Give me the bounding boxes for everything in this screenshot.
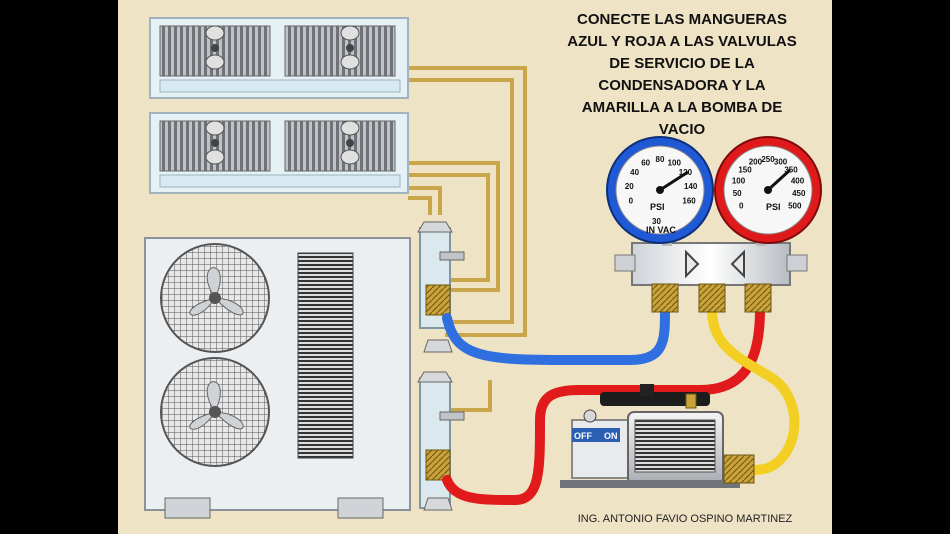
high-gauge-tick-label: 0: [739, 202, 744, 211]
low-gauge-unit: PSI: [650, 202, 665, 212]
yellow-hose: [707, 305, 800, 475]
instruction-line-6: VACIO: [659, 121, 706, 138]
high-gauge-tick-label: 400: [791, 176, 805, 185]
high-gauge-needle: [766, 168, 792, 192]
instruction-line-3: DE SERVICIO DE LA: [609, 55, 755, 72]
pump-on-label: ON: [604, 431, 618, 441]
vacuum-pump: OFF ON: [560, 384, 755, 488]
copper-pipes: [408, 66, 527, 412]
red-hose: [442, 305, 765, 506]
high-gauge-tick-label: 100: [732, 176, 746, 185]
instruction-line-4: CONDENSADORA Y LA: [598, 77, 765, 94]
high-gauge-unit: PSI: [766, 202, 781, 212]
blue-hose: [442, 305, 670, 365]
low-gauge-tick-label: 60: [641, 159, 650, 168]
high-gauge-tick-label: 450: [792, 189, 806, 198]
instruction-title: CONECTE LAS MANGUERAS AZUL Y ROJA A LAS …: [567, 11, 796, 138]
high-gauge-tick-label: 300: [774, 158, 788, 167]
instruction-line-1: CONECTE LAS MANGUERAS: [577, 11, 787, 28]
low-gauge-sub-unit: IN VAC: [646, 225, 676, 235]
low-gauge-needle: [659, 170, 689, 192]
low-gauge-tick-label: 140: [684, 182, 698, 191]
instruction-line-5: AMARILLA A LA BOMBA DE: [582, 99, 783, 116]
high-gauge-tick-label: 350: [784, 165, 798, 174]
low-gauge-tick-label: 160: [682, 197, 696, 206]
high-gauge-tick-label: 200: [749, 158, 763, 167]
high-gauge-tick-label: 500: [788, 202, 802, 211]
author-credit: ING. ANTONIO FAVIO OSPINO MARTINEZ: [578, 513, 793, 525]
high-gauge-tick-label: 250: [761, 155, 775, 164]
low-pressure-gauge: 02040608010012014016030 PSI IN VAC: [606, 136, 714, 244]
service-valve-upper: [417, 221, 465, 353]
low-gauge-tick-label: 100: [668, 159, 682, 168]
indoor-unit-1: [149, 17, 409, 99]
indoor-unit-2: [149, 112, 409, 194]
low-gauge-tick-label: 0: [629, 197, 634, 206]
instruction-line-2: AZUL Y ROJA A LAS VALVULAS: [567, 33, 796, 50]
manifold-body: [614, 238, 808, 313]
high-gauge-tick-label: 50: [733, 189, 742, 198]
high-gauge-tick-label: 150: [738, 165, 752, 174]
condenser-unit: [144, 237, 411, 519]
low-gauge-tick-label: 20: [625, 182, 634, 191]
pump-off-label: OFF: [574, 431, 592, 441]
low-gauge-tick-label: 30: [652, 217, 661, 226]
low-gauge-tick-label: 80: [656, 155, 665, 164]
low-gauge-tick-label: 40: [630, 168, 639, 177]
